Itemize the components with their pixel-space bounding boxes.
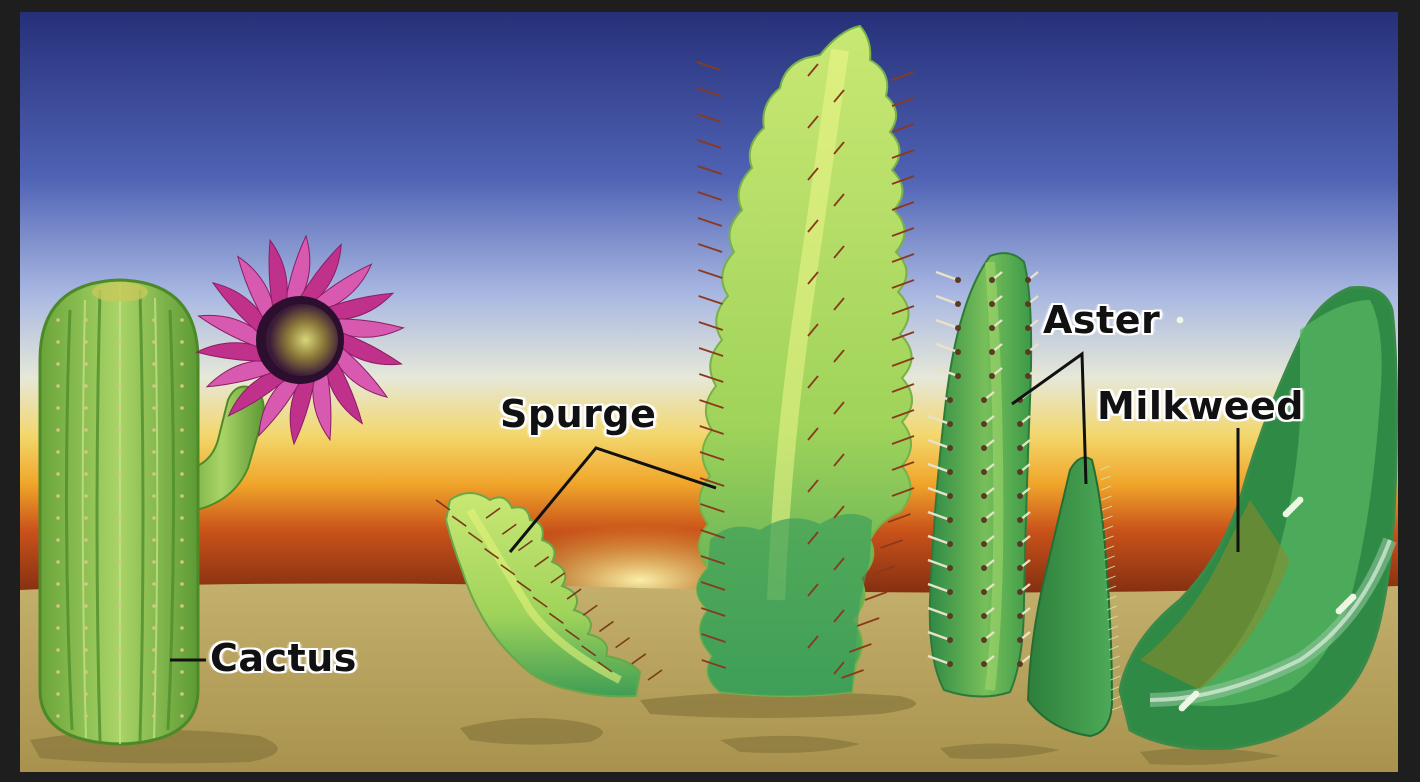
cactus-label: Cactus [210,636,357,680]
milkweed-label: Milkweed [1097,384,1304,428]
spurge-label: Spurge [500,392,656,436]
aster-label: Aster [1043,298,1160,342]
